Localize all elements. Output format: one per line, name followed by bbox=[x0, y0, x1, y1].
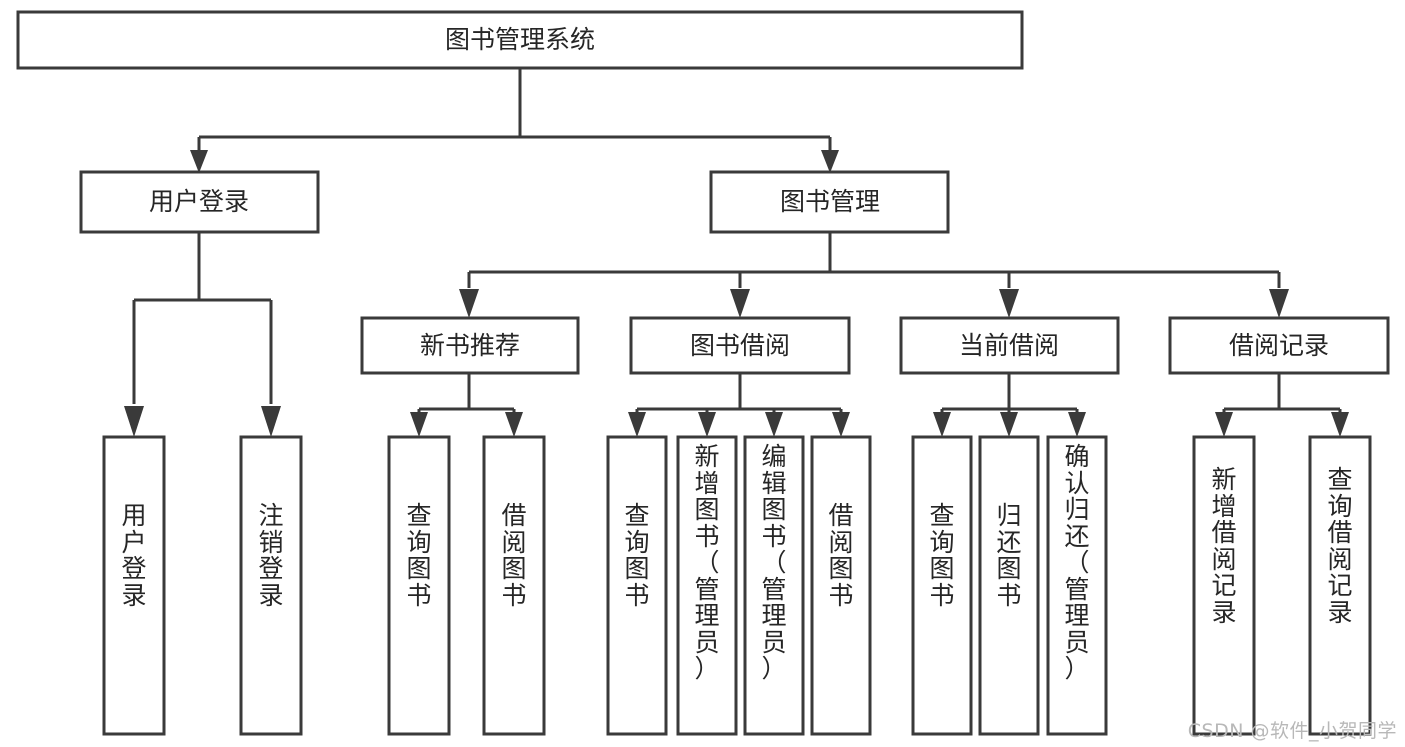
node-book-manage-box[interactable] bbox=[709, 170, 950, 234]
leaf-box-edit-book-admin[interactable] bbox=[743, 435, 805, 736]
arrow-bookborrow-leaf1 bbox=[628, 412, 646, 437]
node-user-login[interactable]: 用户登录 bbox=[79, 170, 320, 234]
leaf-box-borrow-book-newbook[interactable] bbox=[482, 435, 546, 736]
arrow-to-book-borrow bbox=[730, 289, 750, 318]
node-current-borrow-box[interactable] bbox=[899, 316, 1120, 375]
arrow-borrowrecord-leaf1 bbox=[1215, 412, 1233, 437]
arrow-bookborrow-leaf4 bbox=[832, 412, 850, 437]
arrow-bookborrow-leaf2 bbox=[698, 412, 716, 437]
arrow-currentborrow-leaf1 bbox=[933, 412, 951, 437]
arrow-userlogin-leaf1 bbox=[124, 406, 144, 437]
arrow-currentborrow-leaf2 bbox=[1000, 412, 1018, 437]
node-book-manage[interactable]: 图书管理 bbox=[709, 170, 950, 234]
node-book-borrow-label: 图书借阅 bbox=[690, 331, 790, 360]
leaf-boxes bbox=[102, 435, 1372, 736]
node-user-login-label: 用户登录 bbox=[149, 187, 249, 216]
csdn-watermark: CSDN @软件_小贺同学 bbox=[1187, 720, 1397, 742]
leaf-box-add-borrow-record[interactable] bbox=[1192, 435, 1256, 736]
node-book-borrow-box[interactable] bbox=[629, 316, 851, 375]
node-new-book-recommend-box[interactable] bbox=[360, 316, 580, 375]
arrow-bookborrow-leaf3 bbox=[765, 412, 783, 437]
leaf-box-borrow-book[interactable] bbox=[810, 435, 872, 736]
arrow-newbook-leaf1 bbox=[410, 412, 428, 437]
leaf-box-query-book-current[interactable] bbox=[911, 435, 973, 736]
arrow-to-user-login bbox=[190, 150, 208, 173]
leaf-box-logout[interactable] bbox=[239, 435, 303, 736]
node-borrow-record-label: 借阅记录 bbox=[1229, 331, 1329, 360]
arrow-currentborrow-leaf3 bbox=[1068, 412, 1086, 437]
leaf-box-return-book[interactable] bbox=[978, 435, 1040, 736]
leaf-box-query-book-borrow[interactable] bbox=[606, 435, 668, 736]
node-current-borrow[interactable]: 当前借阅 bbox=[899, 316, 1120, 375]
node-root[interactable]: 图书管理系统 bbox=[16, 10, 1024, 70]
node-root-label: 图书管理系统 bbox=[445, 25, 595, 54]
arrow-to-current-borrow bbox=[999, 289, 1019, 318]
leaf-box-query-borrow-record[interactable] bbox=[1308, 435, 1372, 736]
node-user-login-box[interactable] bbox=[79, 170, 320, 234]
node-root-box[interactable] bbox=[16, 10, 1024, 70]
connectors bbox=[124, 68, 1349, 437]
arrow-borrowrecord-leaf2 bbox=[1331, 412, 1349, 437]
node-borrow-record[interactable]: 借阅记录 bbox=[1168, 316, 1390, 375]
arrow-to-borrow-record bbox=[1269, 289, 1289, 318]
arrow-newbook-leaf2 bbox=[505, 412, 523, 437]
arrow-to-new-book bbox=[459, 289, 479, 318]
arrow-userlogin-leaf2 bbox=[261, 406, 281, 437]
node-book-manage-label: 图书管理 bbox=[780, 187, 880, 216]
node-current-borrow-label: 当前借阅 bbox=[959, 331, 1059, 360]
leaf-box-confirm-return-admin[interactable] bbox=[1046, 435, 1108, 736]
node-new-book-recommend[interactable]: 新书推荐 bbox=[360, 316, 580, 375]
node-new-book-recommend-label: 新书推荐 bbox=[420, 331, 520, 360]
leaf-box-add-book-admin[interactable] bbox=[676, 435, 738, 736]
leaf-box-query-book-newbook[interactable] bbox=[387, 435, 451, 736]
leaf-box-user-login[interactable] bbox=[102, 435, 166, 736]
node-borrow-record-box[interactable] bbox=[1168, 316, 1390, 375]
arrow-to-book-manage bbox=[821, 150, 839, 173]
node-book-borrow[interactable]: 图书借阅 bbox=[629, 316, 851, 375]
